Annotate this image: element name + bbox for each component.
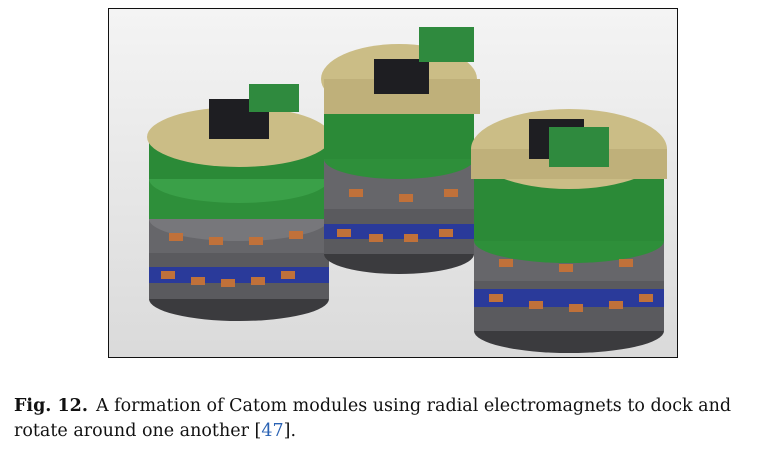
figure-label: Fig. 12. <box>14 396 88 416</box>
figure-photo <box>108 8 678 358</box>
citation-link[interactable]: 47 <box>261 421 284 441</box>
catom-modules-photo <box>109 9 677 357</box>
caption-text: A formation of Catom modules using radia… <box>14 396 732 441</box>
citation-close: ]. <box>283 421 297 441</box>
catom-module-left <box>147 84 331 321</box>
citation-open: [ <box>254 421 262 441</box>
catom-module-middle <box>321 27 480 274</box>
catom-module-right <box>471 109 667 353</box>
figure-caption: Fig. 12.A formation of Catom modules usi… <box>14 394 758 444</box>
